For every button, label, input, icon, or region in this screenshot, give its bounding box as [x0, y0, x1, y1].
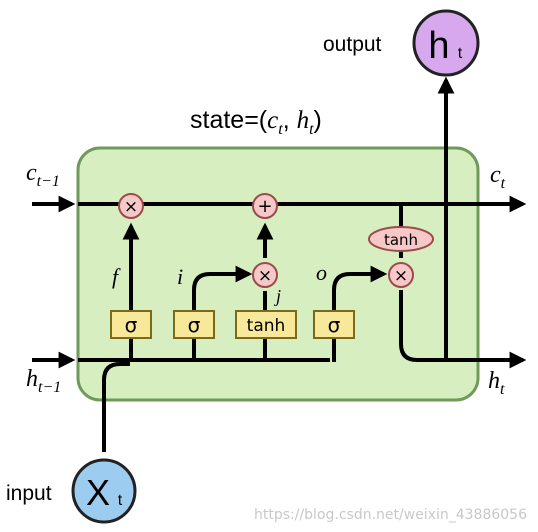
output-gate: σ — [313, 310, 355, 339]
label-c-next: ct — [490, 162, 506, 192]
svg-text:t: t — [118, 492, 123, 509]
svg-text:t: t — [458, 45, 463, 62]
svg-text:X: X — [86, 472, 110, 513]
svg-text:h: h — [428, 25, 449, 67]
cell-tanh-op: tanh — [368, 226, 434, 252]
state-title: state=(ct, ht) — [190, 106, 322, 138]
gate-label-f: f — [112, 264, 121, 289]
svg-text:σ: σ — [125, 313, 138, 337]
gate-label-o: o — [316, 260, 327, 285]
svg-text:tanh: tanh — [384, 231, 418, 249]
add-op: + — [252, 193, 278, 219]
output-gate-line — [332, 265, 388, 362]
svg-text:×: × — [124, 197, 138, 217]
input-label: input — [6, 482, 52, 505]
svg-text:+: + — [257, 196, 272, 217]
forget-gate: σ — [110, 310, 152, 339]
svg-text:σ: σ — [328, 313, 341, 337]
gate-label-j: j — [274, 286, 281, 306]
watermark: https://blog.csdn.net/weixin_43886056 — [254, 507, 527, 523]
svg-text:×: × — [258, 266, 272, 286]
svg-text:σ: σ — [188, 313, 201, 337]
candidate-gate: tanh — [235, 310, 297, 339]
label-c-prev: ct−1 — [26, 160, 60, 190]
output-mul-down — [399, 290, 527, 369]
output-label: output — [323, 33, 382, 56]
svg-text:tanh: tanh — [247, 316, 286, 336]
input-x-path — [102, 362, 130, 452]
gate-label-i: i — [177, 264, 183, 289]
forget-multiply-op: × — [118, 193, 144, 219]
input-multiply-op: × — [252, 262, 278, 288]
label-h-next: ht — [488, 368, 505, 398]
svg-text:×: × — [394, 266, 408, 286]
input-gate-line — [192, 265, 253, 362]
output-multiply-op: × — [388, 262, 414, 288]
input-gate: σ — [173, 310, 215, 339]
input-node: X t — [71, 458, 137, 524]
output-node: h t — [412, 9, 480, 77]
label-h-prev: ht−1 — [26, 366, 61, 396]
lstm-cell — [76, 146, 480, 402]
